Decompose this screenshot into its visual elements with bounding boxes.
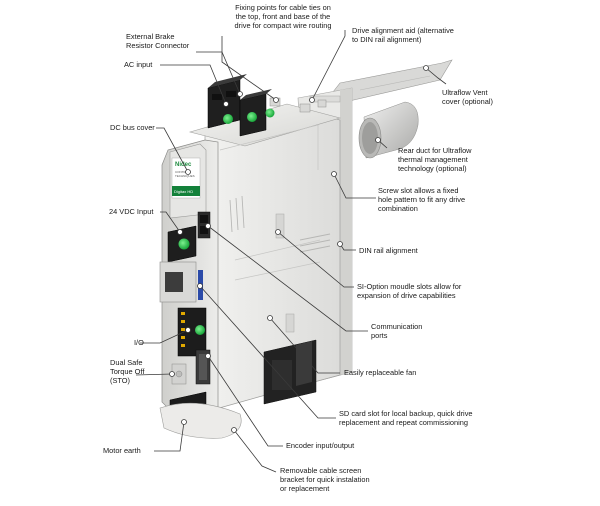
callout-line: ports xyxy=(371,331,388,340)
model-text: Digitax HD xyxy=(174,189,193,194)
callout-line: expansion of drive capabilities xyxy=(357,291,456,300)
callout-line: to DIN rail alignment) xyxy=(352,35,422,44)
brand-text: Nidec xyxy=(175,162,192,168)
callout-line: Removable cable screen xyxy=(280,466,362,475)
callout-line: Ultraflow Vent xyxy=(442,88,488,97)
callout-line: cover (optional) xyxy=(442,97,493,106)
callout-line: combination xyxy=(378,204,418,213)
callout-line: (STO) xyxy=(110,376,130,385)
callout-line: or replacement xyxy=(280,484,330,493)
callout-line: I/O xyxy=(134,338,144,347)
callout-line: bracket for quick instalation xyxy=(280,475,370,484)
callout-line: hole pattern to fit any drive xyxy=(378,195,466,204)
callout-cable-bracket: Removable cable screen bracket for quick… xyxy=(280,466,370,493)
callout-line: Encoder input/output xyxy=(286,441,355,450)
callout-dual-safe: Dual Safe Torque Off (STO) xyxy=(110,358,144,385)
callout-external-brake: External Brake Resistor Connector xyxy=(126,32,189,50)
callout-line: thermal management xyxy=(398,155,468,164)
callout-fixing-points: Fixing points for cable ties on the top,… xyxy=(218,3,348,30)
callout-line: DIN rail alignment xyxy=(359,246,418,255)
brand-line-1: CONTROL xyxy=(175,170,190,174)
callout-line: Drive alignment aid (alternative xyxy=(352,26,454,35)
callout-line: Torque Off xyxy=(110,367,145,376)
callout-line: Motor earth xyxy=(103,446,141,455)
callout-dc-bus-cover: DC bus cover xyxy=(110,123,155,132)
communication-ports xyxy=(197,211,211,239)
vdc-input-connector xyxy=(167,225,197,263)
callout-line: Communication xyxy=(371,322,423,331)
callout-communication: Communication ports xyxy=(371,322,422,340)
callout-encoder: Encoder input/output xyxy=(286,441,354,450)
callout-screw-slot: Screw slot allows a fixed hole pattern t… xyxy=(378,186,465,213)
callout-line: replacement and repeat commissioning xyxy=(339,418,468,427)
callout-line: the top, front and base of the xyxy=(235,12,331,21)
callout-line: SI-Option moudle slots allow for xyxy=(357,282,462,291)
callout-sd-card: SD card slot for local backup, quick dri… xyxy=(339,409,473,427)
callout-line: Rear duct for Ultraflow xyxy=(398,146,472,155)
brake-connector-led xyxy=(247,112,257,122)
callout-motor-earth: Motor earth xyxy=(103,446,141,455)
callout-din-rail: DIN rail alignment xyxy=(359,246,418,255)
callout-line: technology (optional) xyxy=(398,164,467,173)
brake-terminal-led xyxy=(265,108,275,118)
callout-line: DC bus cover xyxy=(110,123,155,132)
leader-lines xyxy=(135,30,447,473)
callout-rear-duct: Rear duct for Ultraflow thermal manageme… xyxy=(398,146,472,173)
callout-line: Easily replaceable fan xyxy=(344,368,417,377)
io-connector xyxy=(177,307,207,357)
callout-ac-input: AC input xyxy=(124,60,152,69)
callout-line: Resistor Connector xyxy=(126,41,190,50)
ac-input-led xyxy=(223,114,233,124)
callout-drive-alignment: Drive alignment aid (alternative to DIN … xyxy=(352,26,454,44)
callout-io: I/O xyxy=(134,338,144,347)
callout-line: drive for compact wire routing xyxy=(234,21,332,30)
callout-line: 24 VDC Input xyxy=(109,207,154,216)
brand-line-2: TECHNIQUES xyxy=(175,174,195,178)
leader-dots xyxy=(169,65,429,433)
io-led xyxy=(195,325,205,335)
callout-line: Fixing points for cable ties on xyxy=(235,3,331,12)
callout-line: SD card slot for local backup, quick dri… xyxy=(339,409,473,418)
cable-screen-bracket xyxy=(159,402,242,439)
callout-vdc-input: 24 VDC Input xyxy=(109,207,153,216)
product-label: Nidec CONTROL TECHNIQUES Digitax HD xyxy=(171,157,201,199)
callout-line: AC input xyxy=(124,60,153,69)
callout-si-option: SI-Option moudle slots allow for expansi… xyxy=(357,282,461,300)
callout-fan: Easily replaceable fan xyxy=(344,368,416,377)
callout-line: Screw slot allows a fixed xyxy=(378,186,459,195)
callout-ultraflow-vent: Ultraflow Vent cover (optional) xyxy=(442,88,493,106)
vdc-input-led xyxy=(178,238,190,250)
callout-line: Dual Safe xyxy=(110,358,143,367)
encoder-connector xyxy=(195,349,211,385)
callout-line: External Brake xyxy=(126,32,175,41)
rear-duct xyxy=(358,101,419,159)
